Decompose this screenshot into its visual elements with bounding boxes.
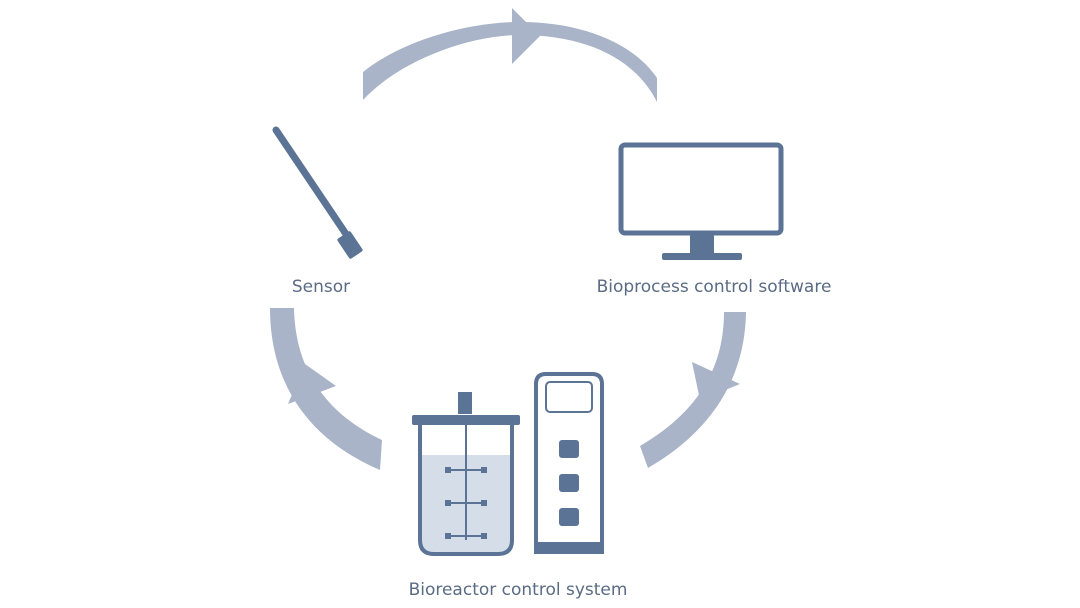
sensor-label: Sensor <box>292 277 350 297</box>
cycle-arrow-right <box>640 312 746 468</box>
cycle-arrow-top <box>363 8 657 102</box>
cycle-arrow-left <box>270 308 382 470</box>
bioreactor-label: Bioreactor control system <box>409 580 628 600</box>
bioreactor-vessel-icon <box>412 392 520 556</box>
control-unit-icon <box>534 372 604 554</box>
monitor-icon <box>618 142 784 260</box>
software-label: Bioprocess control software <box>597 277 832 297</box>
sensor-probe-icon <box>272 126 363 259</box>
